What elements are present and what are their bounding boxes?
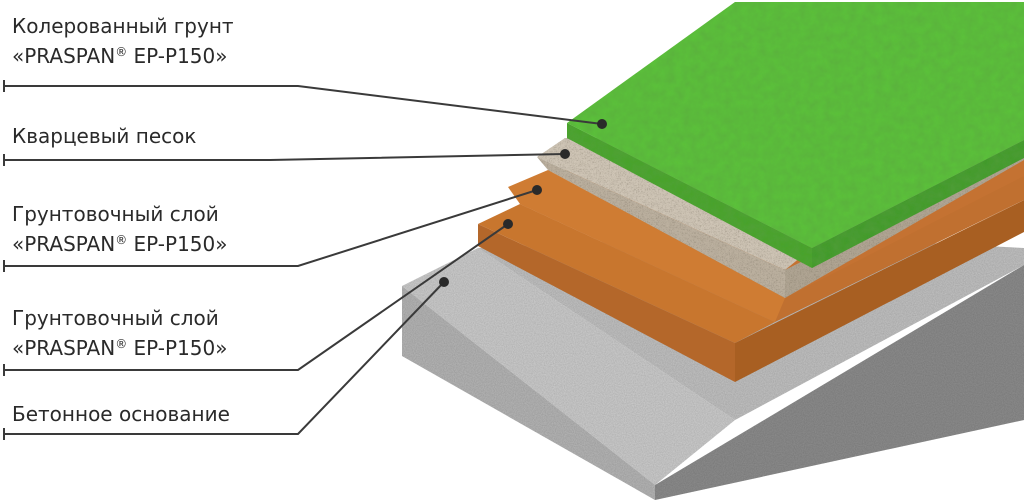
leader-line-concrete bbox=[4, 281, 445, 435]
product-name: «PRASPAN bbox=[12, 336, 116, 360]
leader-lines bbox=[4, 85, 603, 435]
label-concrete-base: Бетонное основание bbox=[12, 399, 230, 429]
label-quartz-sand: Кварцевый песок bbox=[12, 121, 196, 151]
product-code: EP-P150» bbox=[127, 232, 228, 256]
label-product-line: «PRASPAN® EP-P150» bbox=[12, 333, 228, 363]
product-name: «PRASPAN bbox=[12, 44, 116, 68]
leader-line-sand bbox=[4, 153, 566, 161]
leader-line-primer-upper bbox=[4, 189, 538, 267]
label-line: Кварцевый песок bbox=[12, 124, 197, 148]
registered-mark: ® bbox=[115, 233, 128, 247]
leader-line-green bbox=[4, 85, 603, 125]
label-line: Грунтовочный слой bbox=[12, 306, 219, 330]
registered-mark: ® bbox=[115, 337, 128, 351]
label-line: Колерованный грунт bbox=[12, 14, 234, 38]
product-name: «PRASPAN bbox=[12, 232, 116, 256]
label-colored-primer: Колерованный грунт «PRASPAN® EP-P150» bbox=[12, 11, 234, 71]
green-top-layer bbox=[567, 2, 1024, 268]
label-product-line: «PRASPAN® EP-P150» bbox=[12, 41, 234, 71]
registered-mark: ® bbox=[115, 45, 128, 59]
label-line: Грунтовочный слой bbox=[12, 202, 219, 226]
product-code: EP-P150» bbox=[127, 44, 228, 68]
leader-dots bbox=[439, 119, 607, 287]
leader-line-primer-lower bbox=[4, 223, 509, 371]
product-code: EP-P150» bbox=[127, 336, 228, 360]
label-primer-layer-lower: Грунтовочный слой «PRASPAN® EP-P150» bbox=[12, 303, 228, 363]
label-primer-layer-upper: Грунтовочный слой «PRASPAN® EP-P150» bbox=[12, 199, 228, 259]
label-line: Бетонное основание bbox=[12, 402, 230, 426]
label-product-line: «PRASPAN® EP-P150» bbox=[12, 229, 228, 259]
